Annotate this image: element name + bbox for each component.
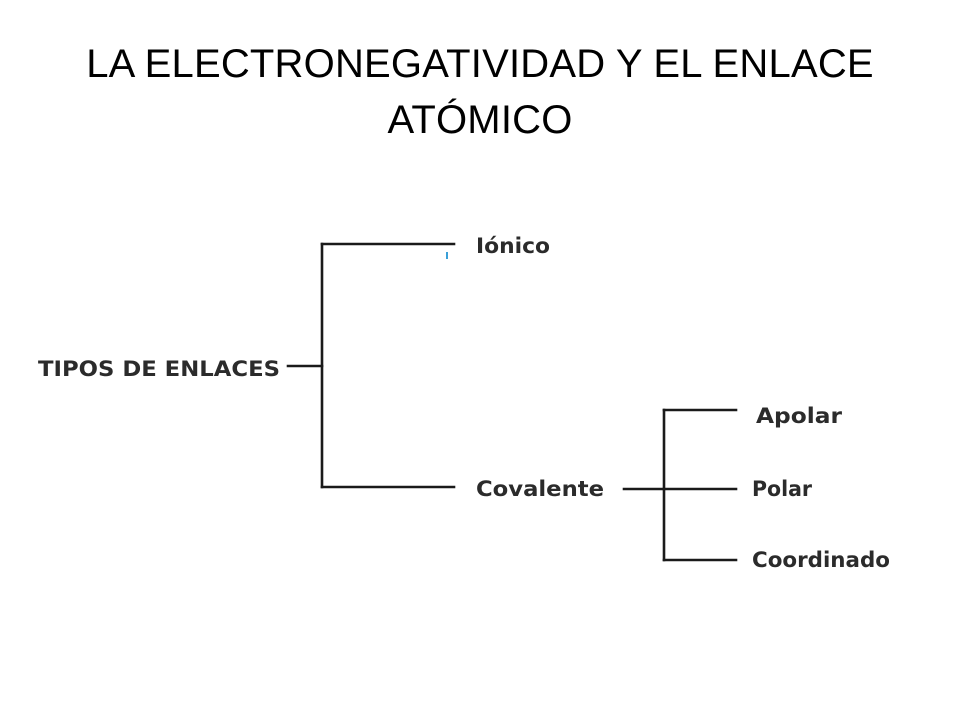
slide-title: LA ELECTRONEGATIVIDAD Y EL ENLACE ATÓMIC… [86,42,874,142]
root-node-label: TIPOS DE ENLACES [38,357,280,381]
polar-node-label: Polar [752,477,813,501]
coordinado-node-label: Coordinado [752,548,890,572]
apolar-node-label: Apolar [756,404,843,428]
ionico-node-label: Iónico [476,234,550,258]
covalente-node-label: Covalente [476,477,604,501]
